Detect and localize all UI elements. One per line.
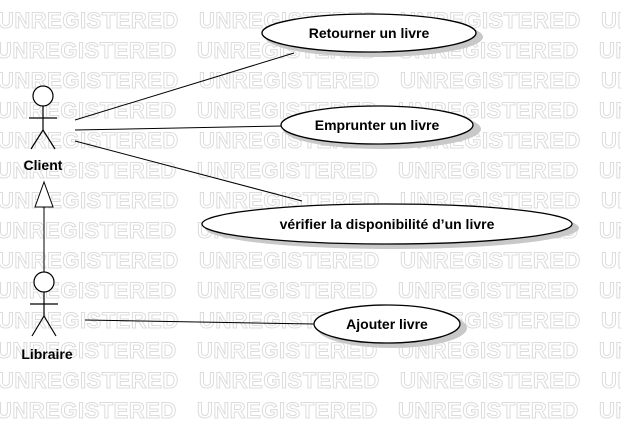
association-client-emprunter <box>74 125 284 131</box>
watermark-text: UNREGISTERED <box>0 248 179 273</box>
use-case-ajouter-label: Ajouter livre <box>346 316 428 332</box>
watermark-text: UNREGISTERED <box>0 98 177 123</box>
association-libraire-ajouter <box>84 319 315 325</box>
watermark-text: UNREGISTERED <box>599 38 621 63</box>
actor-client-label: Client <box>24 157 63 173</box>
watermark-text: UNREGISTERED <box>199 368 380 393</box>
watermark-text: UNREGISTERED <box>400 368 581 393</box>
watermark-text: UNREGISTERED <box>0 158 177 183</box>
watermark-text: UNREGISTERED <box>599 158 621 183</box>
watermark-text: UNREGISTERED <box>398 278 579 303</box>
watermark-text: UNREGISTERED <box>199 248 380 273</box>
watermark-text: UNREGISTERED <box>0 188 179 213</box>
generalization-libraire-client <box>34 180 54 272</box>
actor-client[interactable]: Client <box>24 85 63 173</box>
watermark-text: UNREGISTERED <box>599 338 621 363</box>
watermark-text: UNREGISTERED <box>0 368 179 393</box>
watermark-text: UNREGISTERED <box>0 128 179 153</box>
watermark-text: UNREGISTERED <box>398 398 579 421</box>
watermark-text: UNREGISTERED <box>0 338 177 363</box>
watermark-text: UNREGISTERED <box>601 308 621 333</box>
watermark-text: UNREGISTERED <box>599 278 621 303</box>
actor-libraire-head <box>33 271 55 293</box>
use-case-verifier-label: vérifier la disponibilité d’un livre <box>280 216 495 232</box>
watermark-text: UNREGISTERED <box>599 218 621 243</box>
watermark-text: UNREGISTERED <box>599 398 621 421</box>
watermark-text: UNREGISTERED <box>601 248 621 273</box>
watermark-text: UNREGISTERED <box>0 278 177 303</box>
watermark-text: UNREGISTERED <box>0 218 177 243</box>
association-client-verifier <box>74 140 303 202</box>
actor-libraire[interactable]: Libraire <box>21 271 73 362</box>
use-case-ajouter-livre[interactable]: Ajouter livre <box>313 304 467 348</box>
use-case-retourner-un-livre[interactable]: Retourner un livre <box>261 13 483 57</box>
watermark-text: UNREGISTERED <box>601 188 621 213</box>
use-case-verifier-disponibilite[interactable]: vérifier la disponibilité d’un livre <box>201 203 579 249</box>
watermark-text: UNREGISTERED <box>601 68 621 93</box>
watermark-text: UNREGISTERED <box>0 68 179 93</box>
watermark-text: UNREGISTERED <box>599 98 621 123</box>
watermark-text: UNREGISTERED <box>197 398 378 421</box>
watermark-text: UNREGISTERED <box>0 8 179 33</box>
watermark-text: UNREGISTERED <box>400 248 581 273</box>
watermark-text: UNREGISTERED <box>398 158 579 183</box>
watermark-text: UNREGISTERED <box>197 158 378 183</box>
association-client-retourner <box>74 52 295 121</box>
watermark-text: UNREGISTERED <box>601 368 621 393</box>
use-case-emprunter-label: Emprunter un livre <box>315 117 440 133</box>
watermark-text: UNREGISTERED <box>0 398 177 421</box>
use-case-retourner-label: Retourner un livre <box>309 25 430 41</box>
watermark-text: UNREGISTERED <box>400 68 581 93</box>
watermark-text: UNREGISTERED <box>199 68 380 93</box>
use-case-emprunter-un-livre[interactable]: Emprunter un livre <box>280 105 481 149</box>
watermark-text: UNREGISTERED <box>197 278 378 303</box>
actor-client-head <box>32 85 54 107</box>
actor-libraire-label: Libraire <box>21 346 73 362</box>
watermark-text: UNREGISTERED <box>601 8 621 33</box>
watermark-text: UNREGISTERED <box>601 128 621 153</box>
watermark-text: UNREGISTERED <box>0 38 177 63</box>
